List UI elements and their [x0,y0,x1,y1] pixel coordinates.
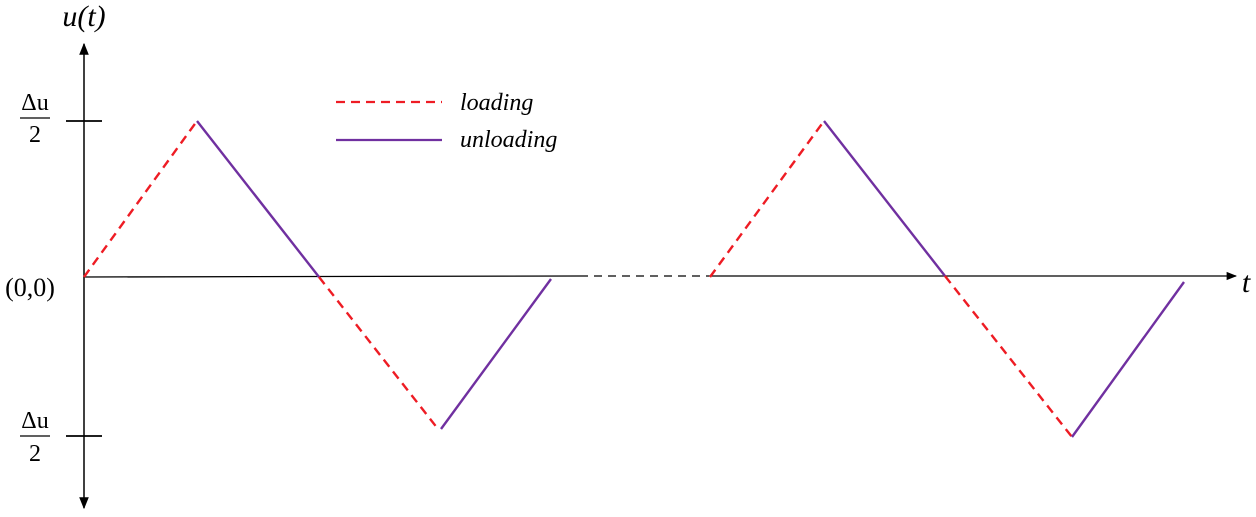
cycle1-unloading-rise [440,278,552,430]
tick-top-numerator: Δu [21,90,48,116]
tick-bottom-denominator: 2 [29,441,41,467]
tick-top-denominator: 2 [29,122,41,148]
origin-label: (0,0) [5,273,55,302]
horizontal-axis-left [83,275,581,278]
cycle2-unloading-fall [823,120,946,277]
cycle2-loading-rise [709,120,825,278]
tick-bottom-numerator: Δu [21,408,48,434]
legend-unloading-label: unloading [460,127,557,153]
cycle1-loading-fall [318,276,439,430]
cycle2-loading-fall [944,275,1073,438]
x-axis-label: t [1242,266,1251,299]
cycle1-unloading-fall [196,120,320,278]
cycle2-unloading-rise [1071,281,1185,438]
y-axis-label: u(t) [62,0,105,33]
legend-loading-label: loading [460,90,533,116]
cycle1-loading-rise [83,120,198,278]
